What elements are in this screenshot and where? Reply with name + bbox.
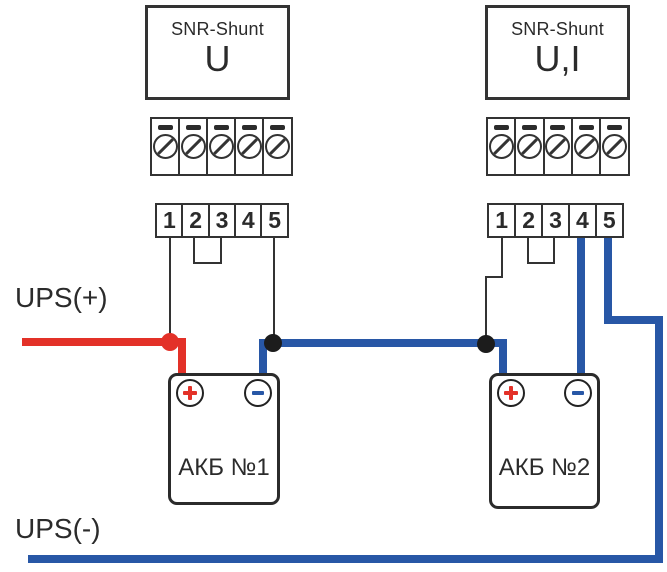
clamp-slot-icon [242, 125, 258, 130]
junction-dot-icon [161, 333, 179, 351]
clamp-slot-icon [270, 125, 286, 130]
shunt2-t5-wire-seg1 [604, 238, 612, 324]
ups-negative-label: UPS(-) [15, 513, 101, 544]
battery2-label: АКБ №2 [498, 454, 591, 481]
clamp-slot-icon [522, 125, 538, 130]
clamp-slot-icon [550, 125, 566, 130]
clamp-slot-icon [578, 125, 594, 130]
screw-terminal [599, 117, 630, 176]
ups-negative-wire [28, 555, 663, 563]
battery1-minus-terminal [244, 379, 272, 407]
screw-terminal [150, 117, 181, 176]
shunt-2-mode: U,I [534, 38, 581, 79]
terminal-3: 3 [207, 203, 237, 238]
screw-terminal [486, 117, 517, 176]
terminal-5: 5 [594, 203, 625, 238]
clamp-slot-icon [185, 125, 201, 130]
battery2-minus-terminal [564, 379, 592, 407]
battery1-plus-terminal [176, 379, 204, 407]
terminal-2: 2 [181, 203, 211, 238]
plus-terminal-icon [509, 386, 513, 400]
minus-terminal-icon [572, 391, 584, 395]
ups-positive-wire-horizontal [22, 338, 186, 346]
terminal-4: 4 [567, 203, 598, 238]
clamp-slot-icon [157, 125, 173, 130]
ups-positive-label: UPS(+) [15, 282, 108, 313]
shunt2-t5-wire-seg3 [655, 316, 663, 563]
screw-icon [488, 134, 514, 159]
shunt2-t5-wire-seg2 [604, 316, 663, 324]
screw-icon [602, 134, 628, 159]
clamp-slot-icon [607, 125, 623, 130]
screw-icon [545, 134, 571, 159]
screw-terminal-block-1 [150, 117, 293, 176]
series-link-wire [259, 339, 507, 347]
screw-terminal [262, 117, 293, 176]
screw-terminal [178, 117, 209, 176]
terminal-1: 1 [155, 203, 184, 238]
jumper-wire-shunt1-t2-t3 [193, 238, 222, 264]
shunt-box-1: SNR-Shunt U [145, 5, 290, 100]
ups-positive-wire-drop [178, 338, 186, 375]
sense-wire-shunt2-t1-seg1 [501, 238, 503, 278]
screw-terminal-block-2 [486, 117, 630, 176]
shunt-2-title: SNR-Shunt [511, 19, 604, 39]
screw-icon [517, 134, 543, 159]
terminal-strip-1: 1 2 3 4 5 [155, 203, 289, 238]
screw-terminal [234, 117, 265, 176]
battery1-label: АКБ №1 [178, 454, 270, 481]
terminal-strip-2: 1 2 3 4 5 [487, 203, 625, 238]
terminal-3: 3 [540, 203, 571, 238]
screw-icon [237, 134, 263, 159]
battery-1: АКБ №1 [168, 373, 280, 505]
shunt-1-mode: U [204, 38, 231, 79]
screw-terminal [570, 117, 602, 176]
battery2-plus-drop-wire [499, 339, 507, 375]
shunt-box-2: SNR-Shunt U,I [485, 5, 630, 100]
sense-wire-shunt2-t1-seg2 [485, 276, 503, 278]
screw-icon [208, 134, 234, 159]
screw-terminal [206, 117, 237, 176]
plus-terminal-icon [188, 386, 192, 400]
terminal-4: 4 [233, 203, 263, 238]
jumper-wire-shunt2-t2-t3 [527, 238, 555, 264]
battery2-plus-terminal [497, 379, 525, 407]
minus-terminal-icon [252, 391, 264, 395]
screw-terminal [542, 117, 574, 176]
shunt2-t4-wire [577, 238, 585, 375]
junction-dot-icon [264, 334, 282, 352]
shunt-1-title: SNR-Shunt [171, 19, 264, 39]
sense-wire-shunt1-t1 [169, 238, 171, 342]
clamp-slot-icon [493, 125, 509, 130]
screw-icon [180, 134, 206, 159]
screw-icon [152, 134, 178, 159]
battery-2: АКБ №2 [489, 373, 600, 509]
sense-wire-shunt2-t1-seg3 [485, 276, 487, 345]
terminal-1: 1 [487, 203, 517, 238]
junction-dot-icon [477, 335, 495, 353]
terminal-2: 2 [513, 203, 544, 238]
sense-wire-shunt1-t5 [273, 238, 275, 343]
screw-icon [573, 134, 599, 159]
terminal-5: 5 [260, 203, 289, 238]
clamp-slot-icon [213, 125, 229, 130]
screw-icon [265, 134, 291, 159]
battery1-minus-drop-wire [259, 339, 267, 375]
screw-terminal [514, 117, 546, 176]
